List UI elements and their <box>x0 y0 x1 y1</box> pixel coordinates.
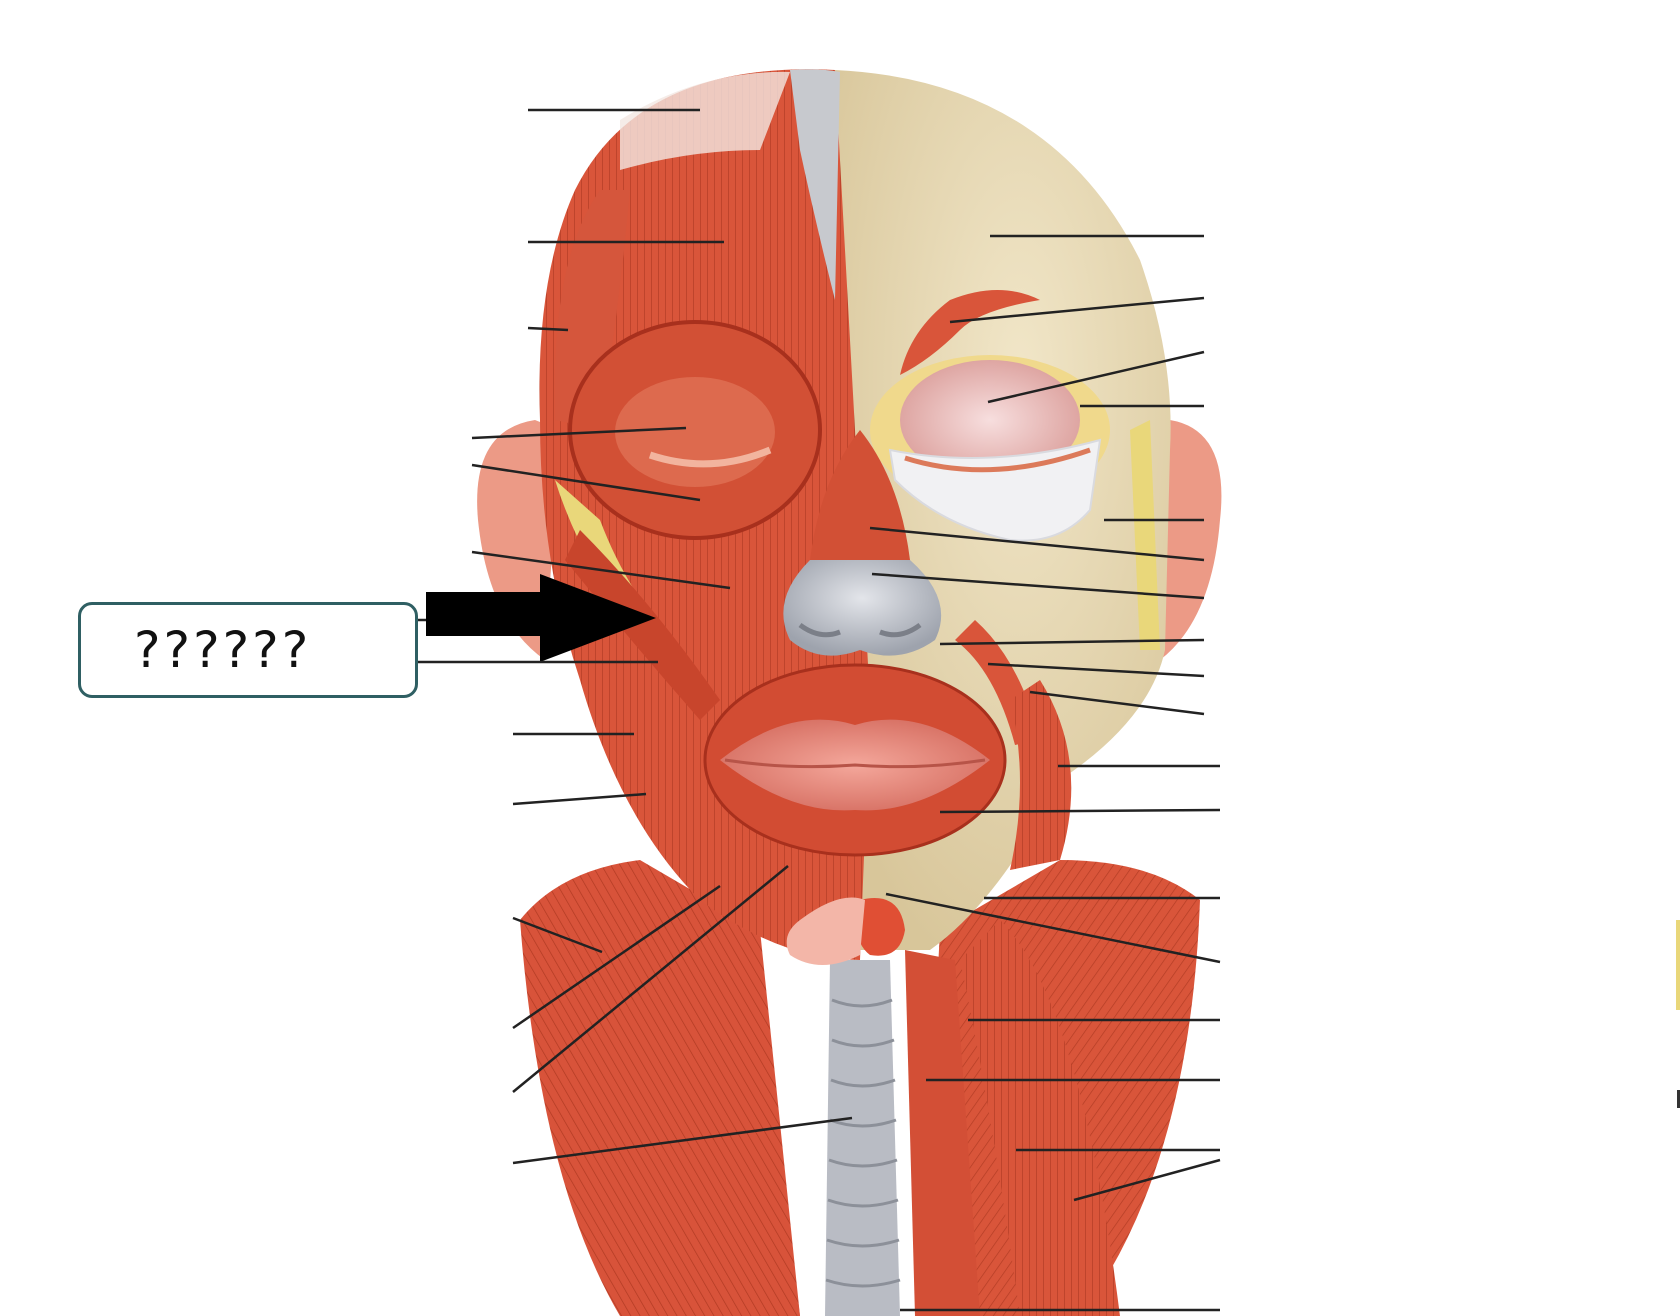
edge-mark <box>1677 1090 1680 1108</box>
nose-cartilage <box>783 560 942 656</box>
pointer-arrow <box>426 574 656 662</box>
corrugator-right <box>900 290 1040 375</box>
leader-line <box>471 426 687 440</box>
leader-line <box>939 638 1205 646</box>
sternohyoid <box>905 950 980 1316</box>
leader-line <box>512 865 789 1093</box>
leader-line <box>512 792 647 806</box>
eyelid-left <box>648 446 772 468</box>
leader-line <box>512 884 721 1030</box>
leader-line <box>987 662 1205 678</box>
trachea <box>825 960 900 1316</box>
masseter-right <box>1010 680 1072 870</box>
nostril-right <box>879 622 922 638</box>
leader-line <box>527 326 569 332</box>
leader-lines-right <box>869 234 1221 1312</box>
frontalis-aponeurosis-tip <box>620 71 790 170</box>
nostril-left <box>798 622 841 638</box>
lip-line <box>724 758 986 769</box>
trachea-rings <box>825 998 901 1288</box>
orbicularis-oculi-inner-left <box>615 377 775 487</box>
question-label-text: ?????? <box>134 621 312 679</box>
leader-line <box>871 572 1205 600</box>
leader-line <box>1073 1158 1221 1202</box>
leader-line <box>885 892 1221 964</box>
leader-line <box>987 350 1205 404</box>
temporalis-left <box>554 190 630 430</box>
galea-aponeurotica <box>790 69 840 300</box>
eyelid-right <box>904 447 1091 473</box>
mentalis-stump <box>856 898 905 956</box>
leader-line <box>869 526 1205 562</box>
leader-line <box>939 808 1221 814</box>
depressor-flap <box>786 897 865 965</box>
sternocleidomastoid-left <box>650 900 800 1316</box>
leader-line <box>949 296 1205 324</box>
eye-left-group <box>568 320 822 540</box>
leader-lines-left <box>394 108 853 1165</box>
edge-mark <box>1676 920 1680 1010</box>
zygomaticus-major-left <box>565 530 720 720</box>
leader-line <box>471 550 731 590</box>
leader-line <box>1029 690 1205 716</box>
leader-line <box>512 1116 853 1165</box>
leader-line <box>471 463 701 502</box>
nasalis <box>810 430 910 560</box>
leader-line <box>512 916 603 954</box>
question-label-box <box>78 602 418 698</box>
